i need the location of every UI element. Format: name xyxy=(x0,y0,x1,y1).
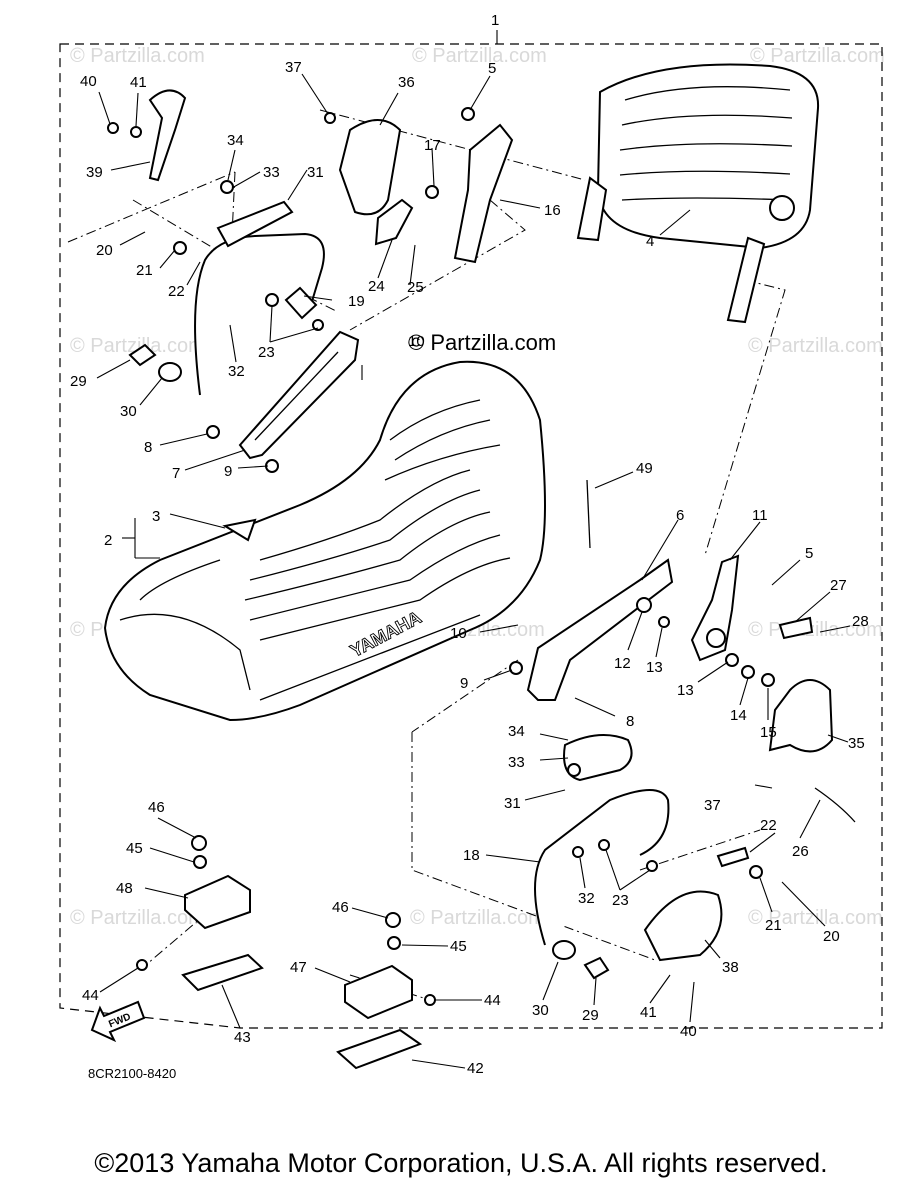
callout-4: 4 xyxy=(646,233,654,250)
callout-32: 32 xyxy=(228,363,245,380)
callout-3: 3 xyxy=(152,508,160,525)
callout-7: 7 xyxy=(172,465,180,482)
watermark: © Partzilla.com xyxy=(70,45,205,67)
callout-29b: 29 xyxy=(582,1007,599,1024)
callout-31: 31 xyxy=(307,164,324,181)
watermark: © Partzilla.com xyxy=(70,335,205,357)
watermark: © Partzilla.com xyxy=(748,335,883,357)
callout-30: 30 xyxy=(120,403,137,420)
callout-46: 46 xyxy=(148,799,165,816)
callout-6: 6 xyxy=(676,507,684,524)
callout-33: 33 xyxy=(263,164,280,181)
callout-8: 8 xyxy=(144,439,152,456)
callout-48: 48 xyxy=(116,880,133,897)
copyright-notice: ©2013 Yamaha Motor Corporation, U.S.A. A… xyxy=(94,1148,828,1178)
callout-35: 35 xyxy=(848,735,865,752)
callout-13b: 13 xyxy=(677,682,694,699)
callout-32b: 32 xyxy=(578,890,595,907)
callout-22: 22 xyxy=(168,283,185,300)
callout-27: 27 xyxy=(830,577,847,594)
callout-45: 45 xyxy=(126,840,143,857)
callout-25: 25 xyxy=(407,279,424,296)
drawing-code: 8CR2100-8420 xyxy=(88,1066,177,1081)
callout-10: 10 xyxy=(408,333,425,350)
callout-20b: 20 xyxy=(823,928,840,945)
callout-19: 19 xyxy=(348,293,365,310)
callout-43: 43 xyxy=(234,1029,251,1046)
upper-parts xyxy=(107,89,514,473)
watermark: © Partzilla.com xyxy=(748,907,883,929)
callout-29: 29 xyxy=(70,373,87,390)
callout-16: 16 xyxy=(544,202,561,219)
seat-bracket-left xyxy=(238,330,360,460)
callout-5b: 5 xyxy=(805,545,813,562)
callout-5: 5 xyxy=(488,60,496,77)
lower-right-parts xyxy=(509,479,856,823)
callout-31b: 31 xyxy=(504,795,521,812)
callout-37: 37 xyxy=(285,59,302,76)
callout-20: 20 xyxy=(96,242,113,259)
watermark-main: © Partzilla.com xyxy=(408,330,556,355)
callout-28: 28 xyxy=(852,613,869,630)
callout-21: 21 xyxy=(136,262,153,279)
callout-8b: 8 xyxy=(626,713,634,730)
callout-17: 17 xyxy=(424,137,441,154)
callout-1: 1 xyxy=(491,12,499,29)
callout-38: 38 xyxy=(722,959,739,976)
watermark: © Partzilla.com xyxy=(750,45,885,67)
callout-49: 49 xyxy=(636,460,653,477)
callout-40: 40 xyxy=(80,73,97,90)
callout-46b: 46 xyxy=(332,899,349,916)
callout-41: 41 xyxy=(130,74,147,91)
callout-34b: 34 xyxy=(508,723,525,740)
callout-11: 11 xyxy=(752,507,768,524)
callout-14: 14 xyxy=(730,707,747,724)
callout-10b: 10 xyxy=(450,625,467,642)
callout-13: 13 xyxy=(646,659,663,676)
grab-rail-right xyxy=(534,734,763,980)
callout-23: 23 xyxy=(258,344,275,361)
callout-26: 26 xyxy=(792,843,809,860)
callout-18: 18 xyxy=(463,847,480,864)
callout-15: 15 xyxy=(760,724,777,741)
callout-34: 34 xyxy=(227,132,244,149)
watermark: © Partzilla.com xyxy=(70,907,205,929)
callout-37b: 37 xyxy=(704,797,721,814)
callout-33b: 33 xyxy=(508,754,525,771)
callout-45b: 45 xyxy=(450,938,467,955)
callout-9b: 9 xyxy=(460,675,468,692)
callout-39: 39 xyxy=(86,164,103,181)
callout-44b: 44 xyxy=(484,992,501,1009)
callout-44: 44 xyxy=(82,987,99,1004)
callout-40b: 40 xyxy=(680,1023,697,1040)
callout-36: 36 xyxy=(398,74,415,91)
callout-labels: 1 40 41 39 37 36 5 34 33 31 17 16 4 20 2… xyxy=(70,12,869,1077)
callout-47: 47 xyxy=(290,959,307,976)
callout-12: 12 xyxy=(614,655,631,672)
callout-9: 9 xyxy=(224,463,232,480)
callout-42: 42 xyxy=(467,1060,484,1077)
callout-22b: 22 xyxy=(760,817,777,834)
watermark: © Partzilla.com xyxy=(410,907,545,929)
callout-24: 24 xyxy=(368,278,385,295)
fwd-arrow-icon: FWD xyxy=(90,1000,146,1043)
watermark: © Partzilla.com xyxy=(412,45,547,67)
callout-21b: 21 xyxy=(765,917,782,934)
callout-2: 2 xyxy=(104,532,112,549)
backrest-pad xyxy=(576,63,820,324)
callout-30b: 30 xyxy=(532,1002,549,1019)
callout-23b: 23 xyxy=(612,892,629,909)
mounting-brackets xyxy=(136,835,436,1070)
callout-41b: 41 xyxy=(640,1004,657,1021)
callout-leaders xyxy=(96,73,851,1069)
grab-rail-left xyxy=(194,232,325,396)
seat: YAMAHA xyxy=(103,360,546,722)
